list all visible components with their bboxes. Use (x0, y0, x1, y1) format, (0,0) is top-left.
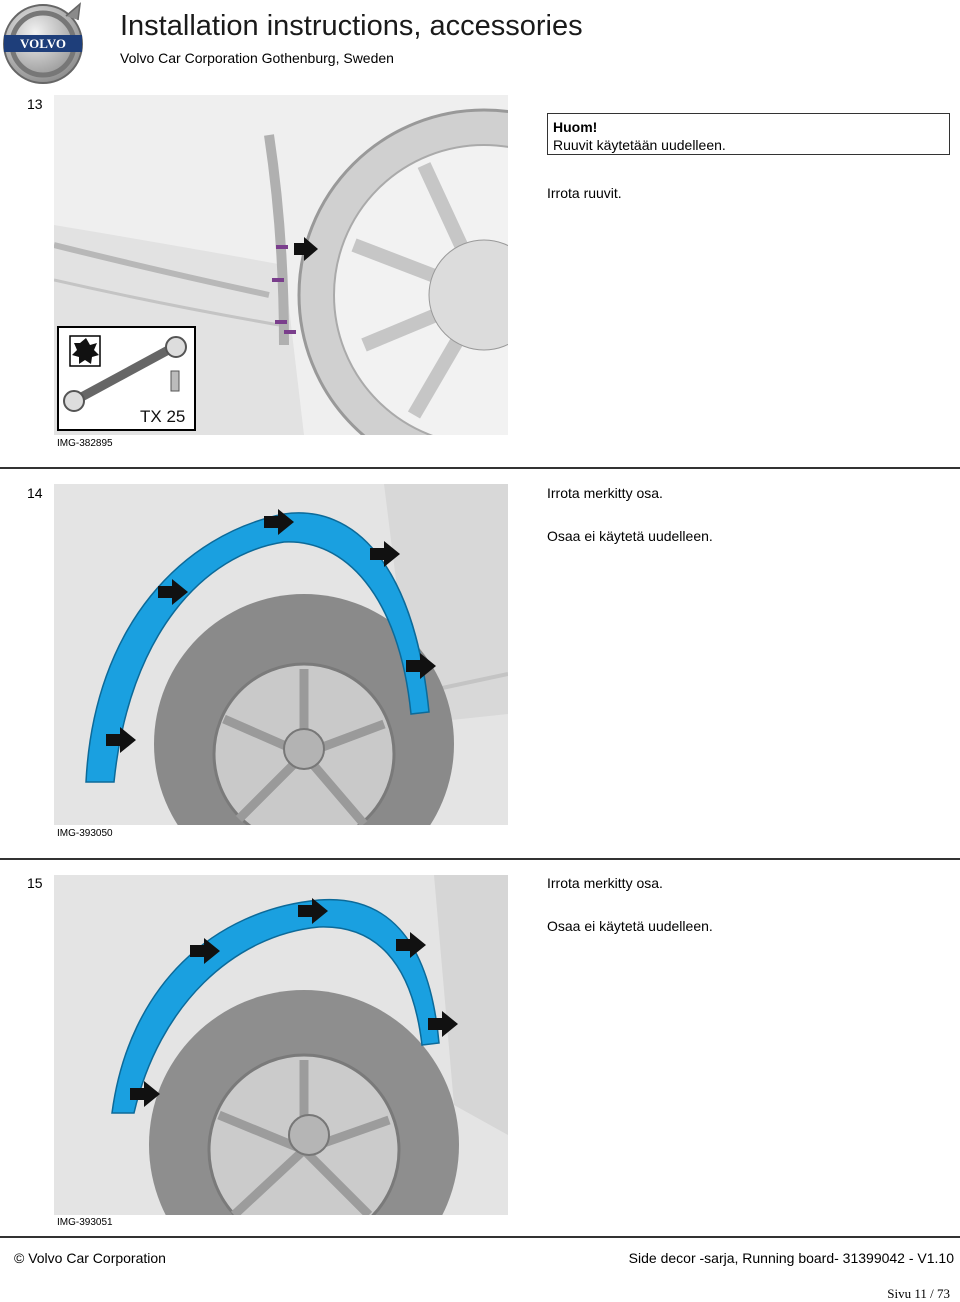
instruction-text: Irrota ruuvit. (547, 185, 622, 201)
step-number: 14 (27, 485, 43, 501)
footer-doc-ref: Side decor -sarja, Running board- 313990… (628, 1250, 954, 1266)
step-14-illustration (54, 484, 508, 825)
page-title: Installation instructions, accessories (120, 10, 583, 42)
step-number: 13 (27, 96, 43, 112)
tool-label: TX 25 (140, 407, 185, 426)
instruction-text: Osaa ei käytetä uudelleen. (547, 918, 713, 934)
instruction-text: Irrota merkitty osa. (547, 485, 663, 501)
instruction-text: Irrota merkitty osa. (547, 875, 663, 891)
image-code: IMG-393050 (57, 828, 113, 839)
step-divider (0, 858, 960, 860)
page-subtitle: Volvo Car Corporation Gothenburg, Sweden (120, 50, 394, 66)
step-15-illustration (54, 875, 508, 1215)
image-code: IMG-393051 (57, 1217, 113, 1228)
footer-copyright: © Volvo Car Corporation (14, 1250, 166, 1266)
instruction-text: Osaa ei käytetä uudelleen. (547, 528, 713, 544)
footer-divider (0, 1236, 960, 1238)
svg-text:VOLVO: VOLVO (20, 36, 66, 51)
step-13-illustration: TX 25 (54, 95, 508, 435)
volvo-logo: VOLVO (0, 0, 86, 86)
step-number: 15 (27, 875, 43, 891)
note-text: Ruuvit käytetään uudelleen. (553, 137, 726, 153)
image-code: IMG-382895 (57, 438, 113, 449)
note-heading: Huom! (553, 119, 598, 135)
step-divider (0, 467, 960, 469)
page-number: Sivu 11 / 73 (887, 1286, 950, 1301)
note-box: Huom! Ruuvit käytetään uudelleen. (547, 113, 950, 155)
